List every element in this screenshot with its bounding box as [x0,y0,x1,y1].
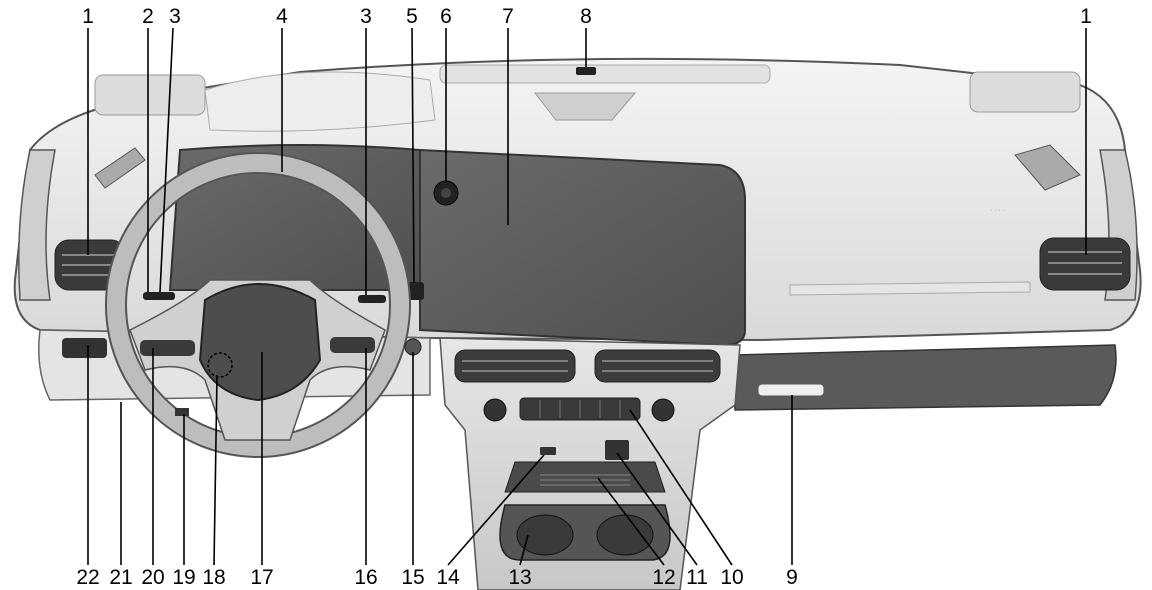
glovebox-handle [757,383,825,397]
callout-7: 7 [502,5,514,28]
callout-17: 17 [250,566,273,589]
defroster-grille-right [969,71,1081,113]
defroster-center [439,64,771,84]
callout-21: 21 [109,566,132,589]
side-window-vent-right [1014,144,1081,191]
light-sensor [576,67,596,75]
usb-ports [540,447,556,455]
headlamp-switch [62,338,107,358]
callout-10: 10 [720,566,743,589]
wiper-lever [358,295,386,303]
callout-3-right: 3 [360,5,372,28]
callout-5: 5 [406,5,418,28]
callouts-bottom: 22 21 20 19 18 17 16 15 14 13 12 11 10 9 [76,566,798,589]
callout-13: 13 [508,566,531,589]
callout-9: 9 [786,566,798,589]
callout-6: 6 [440,5,452,28]
turn-signal-lever [143,292,175,300]
callout-11: 11 [686,566,708,589]
callout-16: 16 [354,566,377,589]
callout-4: 4 [276,5,288,28]
callout-1-left: 1 [82,5,94,28]
callout-1-right: 1 [1080,5,1092,28]
callouts-top: 1 2 3 4 3 5 6 7 8 1 [82,5,1092,28]
wheel-controls-right [330,337,375,353]
callout-18: 18 [202,566,225,589]
side-window-vent-left [94,147,146,189]
steering-wheel-rim [106,153,410,457]
horn-marker [207,352,233,378]
tilt-lever [175,408,189,416]
instrument-hood [204,71,436,132]
callout-2: 2 [142,5,154,28]
callout-14: 14 [436,566,460,589]
left-dash-end [18,149,56,301]
display-button-5 [408,282,424,300]
callout-3-left: 3 [169,5,181,28]
glovebox [734,344,1117,411]
leader-lines [87,27,1087,566]
callout-15: 15 [401,566,424,589]
wheel-controls-left [140,340,195,356]
callout-20: 20 [141,566,164,589]
defroster-grille-left [94,74,206,116]
airbag-hub [198,283,322,402]
passenger-trim-line [789,281,1031,296]
callout-19: 19 [172,566,195,589]
climate-knob-right [651,398,675,422]
power-outlet [605,440,629,460]
callout-8: 8 [580,5,592,28]
infotainment-display [419,148,746,347]
callout-12: 12 [652,566,675,589]
callout-22: 22 [76,566,99,589]
center-vent-left [454,349,576,383]
climate-knob-left [483,398,507,422]
center-vent-right [594,349,721,383]
center-speaker [533,92,637,121]
airbag-logo: · · · · [990,207,1005,214]
